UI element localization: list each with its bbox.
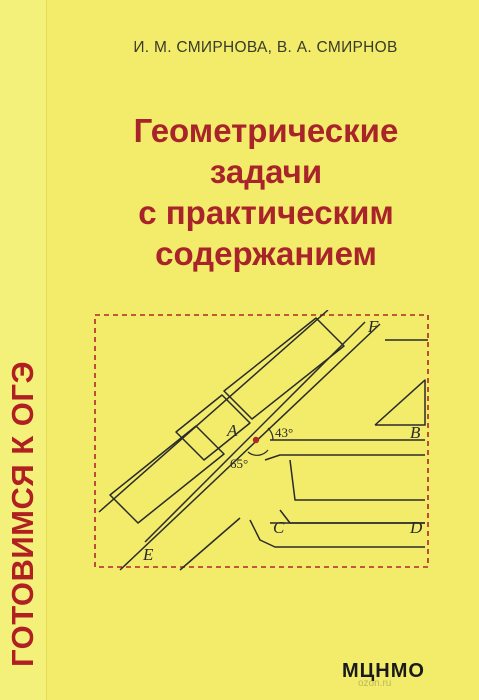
dashed-frame (94, 314, 429, 568)
book-title: Геометрические задачи с практическим сод… (90, 110, 442, 274)
side-street-upper (264, 454, 425, 461)
watermark: ozon.ru (358, 678, 392, 689)
street-line-outer (98, 310, 329, 513)
angle-arc-upper (267, 427, 274, 441)
authors: И. М. СМИРНОВА, В. А. СМИРНОВ (133, 39, 398, 56)
title-line-4: содержанием (155, 235, 377, 272)
building-block-2 (175, 394, 251, 461)
side-street-middle (289, 459, 425, 501)
label-e: E (142, 545, 154, 564)
label-b: B (410, 423, 421, 442)
series-title: ГОТОВИМСЯ К ОГЭ (5, 360, 40, 668)
building-block-3 (223, 317, 345, 420)
point-a-dot (252, 436, 260, 444)
label-f: F (367, 317, 379, 336)
title-line-1: Геометрические (133, 112, 399, 149)
title-line-3: с практическим (138, 194, 394, 231)
geometry-figure: A B C D E F 43° 65° (94, 310, 429, 571)
angle-arc-lower (247, 449, 269, 456)
publisher-logo: МЦНМО (342, 660, 425, 682)
triangle-region (374, 379, 426, 426)
lower-block (179, 517, 241, 571)
title-line-2: задачи (209, 153, 323, 190)
cover-panel (47, 0, 479, 700)
line-ef (119, 323, 381, 571)
spine-band (0, 0, 47, 700)
angle-label-lower: 65° (230, 456, 248, 471)
label-d: D (409, 518, 423, 537)
road-edge-lower (249, 519, 425, 548)
label-c: C (273, 518, 285, 537)
label-a: A (226, 421, 238, 440)
angle-label-upper: 43° (275, 425, 293, 440)
building-block-1 (109, 425, 225, 524)
side-street-lower (279, 509, 425, 524)
